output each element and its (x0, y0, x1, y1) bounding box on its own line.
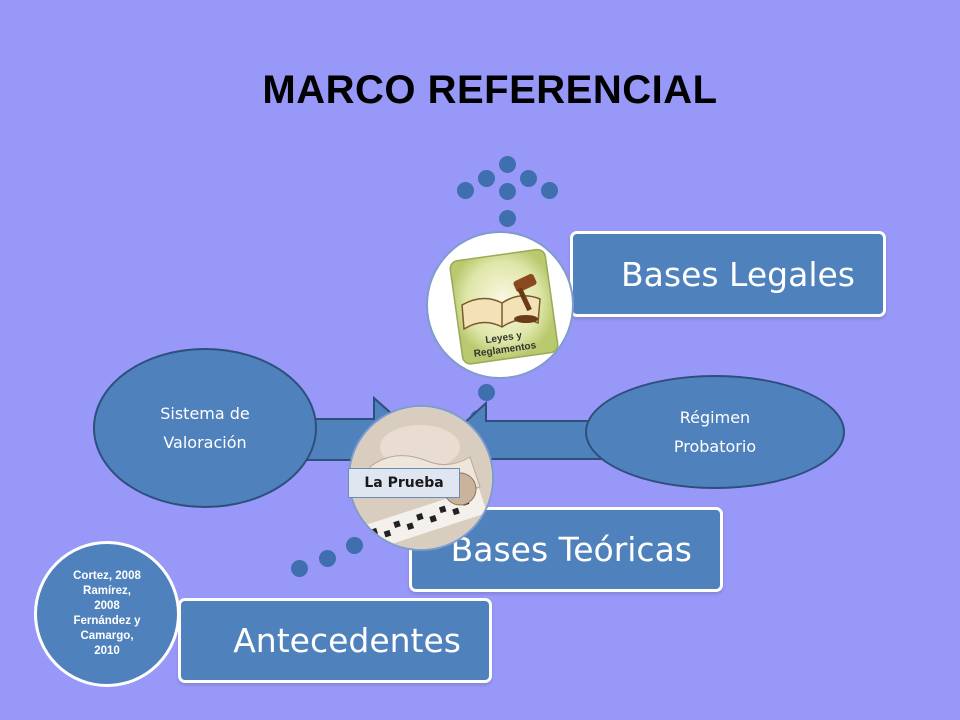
image-caption-line1: Leyes y (485, 330, 523, 346)
bases-legales-box: Bases Legales (570, 231, 886, 317)
regimen-line1: Régimen (679, 408, 751, 427)
citation-line: Cortez, 2008 (73, 570, 141, 582)
leyes-book-gavel-icon: Leyes y Reglamentos (449, 248, 559, 365)
citation-line: Fernández y (73, 615, 141, 627)
citation-line: 2008 (94, 600, 120, 612)
antecedentes-label: Antecedentes (233, 621, 461, 660)
leyes-reglamentos-image: Leyes y Reglamentos (426, 231, 574, 379)
regimen-line2: Probatorio (673, 437, 757, 456)
antecedentes-box: Antecedentes (178, 598, 492, 683)
sistema-line2: Valoración (163, 433, 247, 452)
citations-circle: Cortez, 2008 Ramírez, 2008 Fernández y C… (34, 541, 180, 687)
sistema-valoracion-ellipse: Sistema de Valoración (93, 348, 317, 508)
page-title: MARCO REFERENCIAL (262, 68, 718, 112)
citation-line: Camargo, (80, 630, 134, 642)
la-prueba-label: La Prueba (348, 468, 460, 498)
bases-legales-label: Bases Legales (621, 254, 855, 294)
regimen-probatorio-ellipse: Régimen Probatorio (585, 375, 845, 489)
bases-teoricas-label: Bases Teóricas (450, 530, 692, 569)
citation-line: 2010 (94, 645, 120, 657)
citation-line: Ramírez, (83, 585, 131, 597)
sistema-line1: Sistema de (160, 404, 250, 423)
